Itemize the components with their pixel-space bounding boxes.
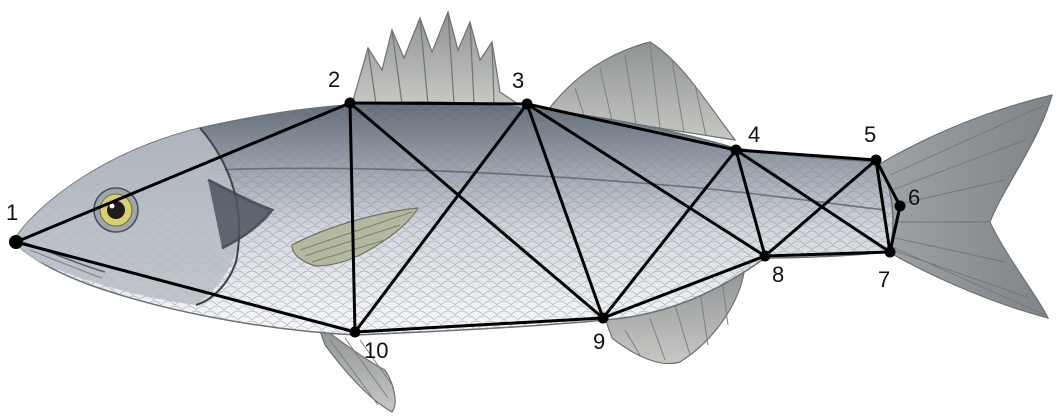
landmark-label-1: 1	[6, 200, 18, 225]
landmark-point-5	[871, 155, 882, 166]
landmark-point-9	[598, 313, 609, 324]
edge-2-3	[350, 103, 527, 104]
landmark-point-3	[522, 99, 533, 110]
landmark-point-7	[885, 247, 896, 258]
landmark-point-4	[731, 145, 742, 156]
landmark-label-5: 5	[864, 122, 876, 147]
landmark-label-2: 2	[328, 67, 340, 92]
landmark-label-6: 6	[908, 185, 920, 210]
landmark-label-10: 10	[364, 338, 388, 363]
landmark-label-4: 4	[748, 122, 760, 147]
landmark-label-9: 9	[593, 329, 605, 354]
landmark-point-2	[345, 98, 356, 109]
landmark-label-3: 3	[512, 68, 524, 93]
landmark-point-10	[350, 327, 361, 338]
landmark-point-8	[760, 251, 771, 262]
landmark-label-8: 8	[772, 262, 784, 287]
landmark-point-1	[9, 235, 23, 249]
landmark-label-7: 7	[878, 267, 890, 292]
landmark-point-6	[895, 201, 906, 212]
spiny-dorsal-fin	[352, 12, 518, 104]
